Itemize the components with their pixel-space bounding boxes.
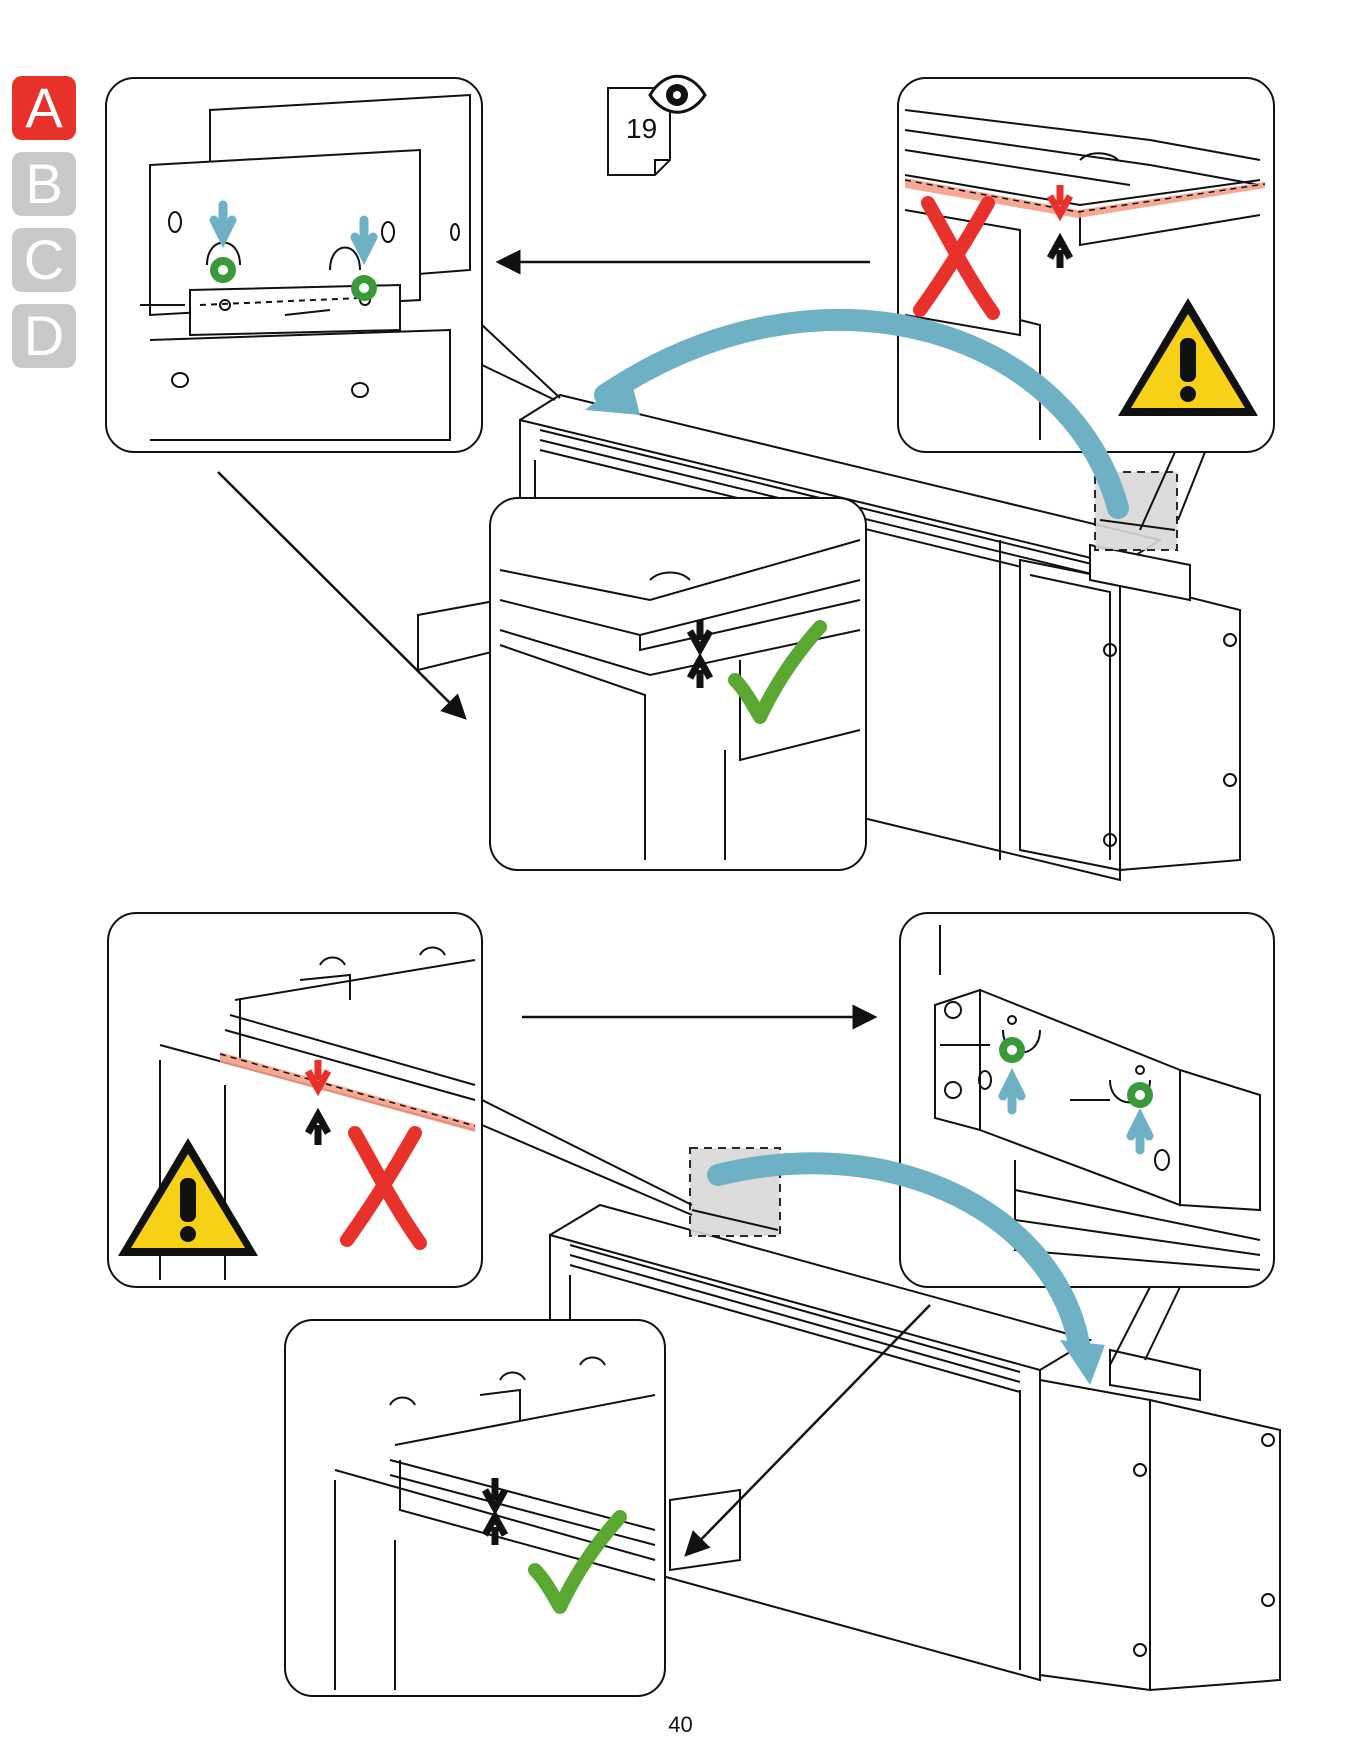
page-number: 40 [0,1712,1361,1738]
callout-bracket-bottom [900,913,1274,1287]
reference-number: 19 [626,113,657,145]
callout-misaligned-bottom [108,913,482,1287]
callout-misaligned-top [898,78,1274,452]
callout-correct-top [490,498,866,870]
callout-bracket-top [106,78,482,452]
callout-correct-bottom [285,1320,665,1696]
